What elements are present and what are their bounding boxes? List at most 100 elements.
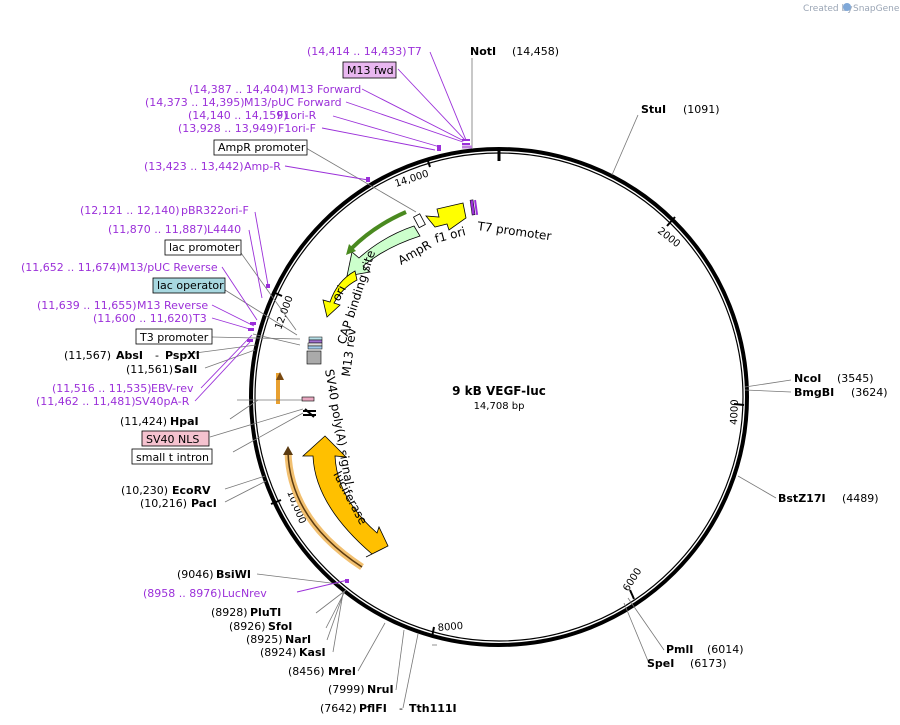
- primer-marks: [247, 139, 470, 583]
- primer-m13puc-forward-range: (14,373 .. 14,395): [145, 96, 245, 109]
- site-nari-pos: (8925): [246, 633, 283, 646]
- small-t-intron-label: small t intron: [136, 451, 209, 464]
- site-noti-name: NotI: [470, 45, 496, 58]
- site-nrui-pos: (7999): [328, 683, 365, 696]
- site-paci-pos: (10,216): [140, 497, 187, 510]
- primer-m13puc-forward-name: M13/pUC Forward: [244, 96, 342, 109]
- feature-label-m13-rev: M13 rev: [339, 327, 359, 377]
- f1-ori-arrow: [425, 202, 467, 231]
- primer-m13puc-reverse-range: (11,652 .. 11,674): [21, 261, 121, 274]
- primer-lucnrev-name: LucNrev: [222, 587, 267, 600]
- site-hpai-name: HpaI: [170, 415, 199, 428]
- site-bstz17i-name: BstZ17I: [778, 492, 826, 505]
- site-hpai-pos: (11,424): [120, 415, 167, 428]
- tick-label-8000: 8000: [437, 621, 463, 634]
- lac-promoter-label: lac promoter: [169, 241, 240, 254]
- primer-m13-reverse-name: M13 Reverse: [137, 299, 208, 312]
- small-t-intron-box: [131, 448, 213, 465]
- primer-f1ori-r-range: (14,140 .. 14,159): [188, 109, 288, 122]
- primer-t7-name: T7: [407, 45, 422, 58]
- primer-amp-r-name: Amp-R: [244, 160, 281, 173]
- credit-text: Created by: [803, 4, 853, 14]
- primer-pbr322ori-f-name: pBR322ori-F: [181, 204, 249, 217]
- ampr-promoter-mark: [412, 213, 426, 229]
- primer-sv40pa-r-name: SV40pA-R: [135, 395, 190, 408]
- primer-pbr322ori-f-range: (12,121 .. 12,140): [80, 204, 180, 217]
- feature-label-t7-promoter: T7 promoter: [476, 219, 553, 243]
- sv40-nls-box: [141, 430, 210, 447]
- lac-operator-box: [152, 277, 226, 294]
- site-tth111i-name: Tth111I: [409, 702, 457, 715]
- feature-label-f1-ori: f1 ori: [433, 224, 467, 246]
- site-kasi-name: KasI: [299, 646, 326, 659]
- site-sfoi-name: SfoI: [268, 620, 292, 633]
- credit-brand: SnapGene: [853, 4, 900, 14]
- primer-sv40pa-r-range: (11,462 .. 11,481): [36, 395, 136, 408]
- site-stui-pos: (1091): [683, 103, 720, 116]
- site-bsiwi-name: BsiWI: [216, 568, 251, 581]
- primer-t3-range: (11,600 .. 11,620): [93, 312, 193, 325]
- site-ecorv-name: EcoRV: [172, 484, 211, 497]
- primer-ebv-rev-name: EBV-rev: [151, 382, 194, 395]
- site-absi-pos: (11,567): [64, 349, 111, 362]
- luciferase-arrow: [301, 435, 389, 558]
- leader-lines: [179, 58, 792, 709]
- sv40-nls-mark: [301, 396, 315, 402]
- site-nrui-name: NruI: [367, 683, 394, 696]
- ampr-outer-lane: [350, 210, 407, 250]
- m13-fwd-box: [342, 61, 397, 79]
- site-stui-name: StuI: [641, 103, 666, 116]
- lac-features: [306, 336, 323, 365]
- lac-promoter-box: [164, 239, 242, 256]
- outer-orange-arrowhead-small: [276, 372, 284, 380]
- site-ncoi-pos: (3545): [837, 372, 874, 385]
- site-pflfi-name: PflFI: [359, 702, 387, 715]
- site-bstz17i-pos: (4489): [842, 492, 879, 505]
- site-spei-pos: (6173): [690, 657, 727, 670]
- primer-m13-forward-name: M13 Forward: [290, 83, 361, 96]
- site-pspxi-name: PspXI: [165, 349, 200, 362]
- site-ecorv-pos: (10,230): [121, 484, 168, 497]
- site-mrei-pos: (8456): [288, 665, 325, 678]
- primer-m13-forward-range: (14,387 .. 14,404): [189, 83, 289, 96]
- site-noti-pos: (14,458): [512, 45, 559, 58]
- site-bmgbi-name: BmgBI: [794, 386, 834, 399]
- site-ncoi-name: NcoI: [794, 372, 821, 385]
- site-bsiwi-pos: (9046): [177, 568, 214, 581]
- primer-l4440-name: L4440: [207, 223, 241, 236]
- site-nari-name: NarI: [285, 633, 311, 646]
- site-pmli-pos: (6014): [707, 643, 744, 656]
- site-mrei-name: MreI: [328, 665, 356, 678]
- outer-luciferase-line: [287, 451, 363, 568]
- site-pmli-name: PmlI: [666, 643, 693, 656]
- t7-primer-mark: [474, 199, 479, 216]
- lac-operator-label: lac operator: [157, 279, 224, 292]
- primer-m13-reverse-range: (11,639 .. 11,655): [37, 299, 137, 312]
- primer-leader-lines: [194, 51, 467, 593]
- ampr-arrow: [346, 225, 421, 277]
- sv40-nls-label: SV40 NLS: [146, 433, 199, 446]
- site-bmgbi-pos: (3624): [851, 386, 888, 399]
- primer-f1ori-f-range: (13,928 .. 13,949): [178, 122, 278, 135]
- tick-marks: [270, 157, 745, 638]
- site-pluti-pos: (8928): [211, 606, 248, 619]
- m13-fwd-label: M13 fwd: [347, 64, 394, 77]
- site-paci-name: PacI: [191, 497, 217, 510]
- ori-arrow: [322, 270, 358, 318]
- primer-lucnrev-range: (8958 .. 8976): [143, 587, 222, 600]
- ampr-promoter-label: AmpR promoter: [218, 141, 306, 154]
- primer-l4440-range: (11,870 .. 11,887): [108, 223, 208, 236]
- primer-amp-r-range: (13,423 .. 13,442): [144, 160, 244, 173]
- site-sali-pos: (11,561): [126, 363, 173, 376]
- snapgene-logo-icon: [843, 3, 851, 11]
- tick-label-4000: 4000: [729, 399, 741, 425]
- feature-label-ori: ori: [329, 283, 349, 303]
- primer-m13puc-reverse-name: M13/pUC Reverse: [120, 261, 218, 274]
- site-sfoi-pos: (8926): [229, 620, 266, 633]
- ampr-promoter-box: [213, 139, 308, 156]
- tick-label-2000: 2000: [655, 226, 682, 250]
- primer-f1ori-f-name: F1ori-F: [278, 122, 316, 135]
- primer-ebv-rev-range: (11,516 .. 11,535): [52, 382, 152, 395]
- small-t-intron-mark: [303, 408, 316, 418]
